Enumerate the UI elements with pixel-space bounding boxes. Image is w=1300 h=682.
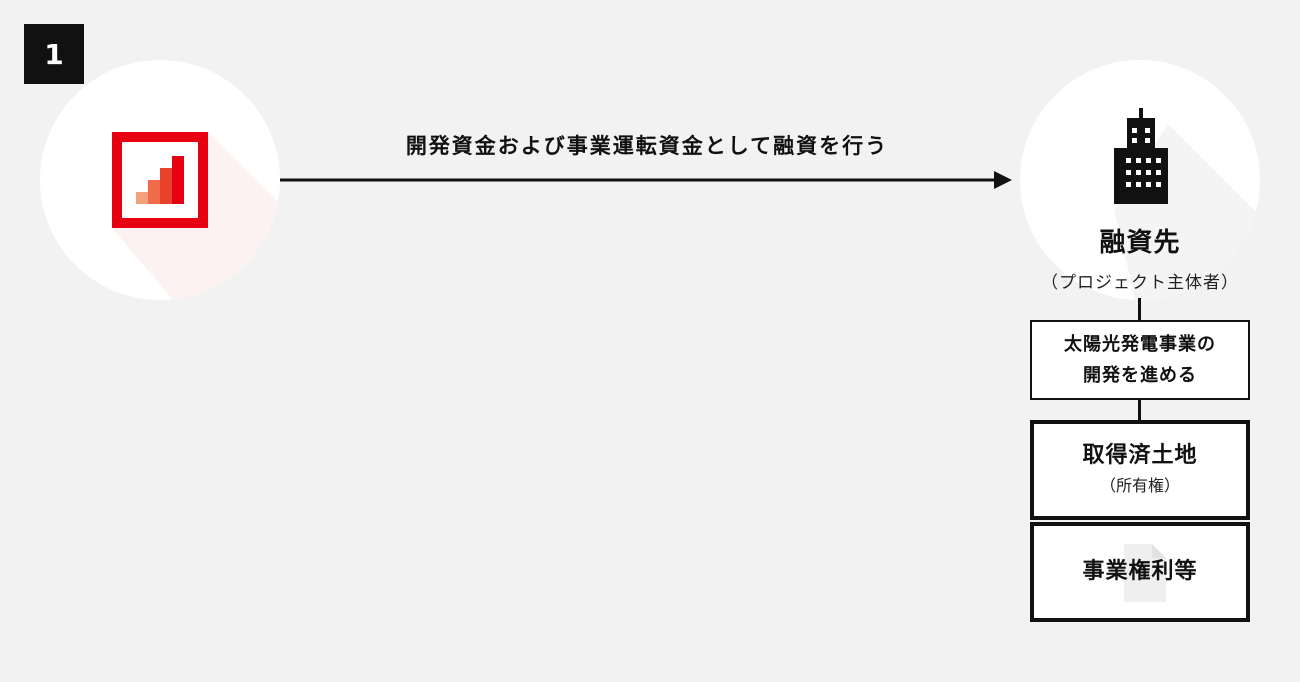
- activity-line-1: 太陽光発電事業の: [1064, 334, 1216, 355]
- rights-title: 事業権利等: [1082, 559, 1198, 584]
- bank-logo-icon: [112, 132, 208, 228]
- building-icon: [1114, 108, 1168, 204]
- borrower-subtitle: （プロジェクト主体者）: [1041, 273, 1239, 293]
- lender-circle: [40, 60, 280, 300]
- rights-box: 事業権利等: [1030, 522, 1250, 622]
- document-icon: [1124, 544, 1166, 602]
- borrower-circle: [1020, 60, 1260, 300]
- activity-box: 太陽光発電事業の 開発を進める: [1030, 320, 1250, 400]
- land-title: 取得済土地: [1082, 443, 1198, 468]
- land-box: 取得済土地 （所有権）: [1030, 420, 1250, 520]
- step-number-badge: 1: [24, 24, 84, 84]
- connector-line: [1138, 400, 1141, 420]
- borrower-name: 融資先: [1099, 228, 1181, 258]
- land-subtitle: （所有権）: [1099, 476, 1180, 495]
- flow-label: 開発資金および事業運転資金として融資を行う: [405, 134, 889, 158]
- connector-line: [1138, 298, 1141, 320]
- activity-line-2: 開発を進める: [1083, 365, 1197, 386]
- flow-arrow: [280, 171, 1012, 189]
